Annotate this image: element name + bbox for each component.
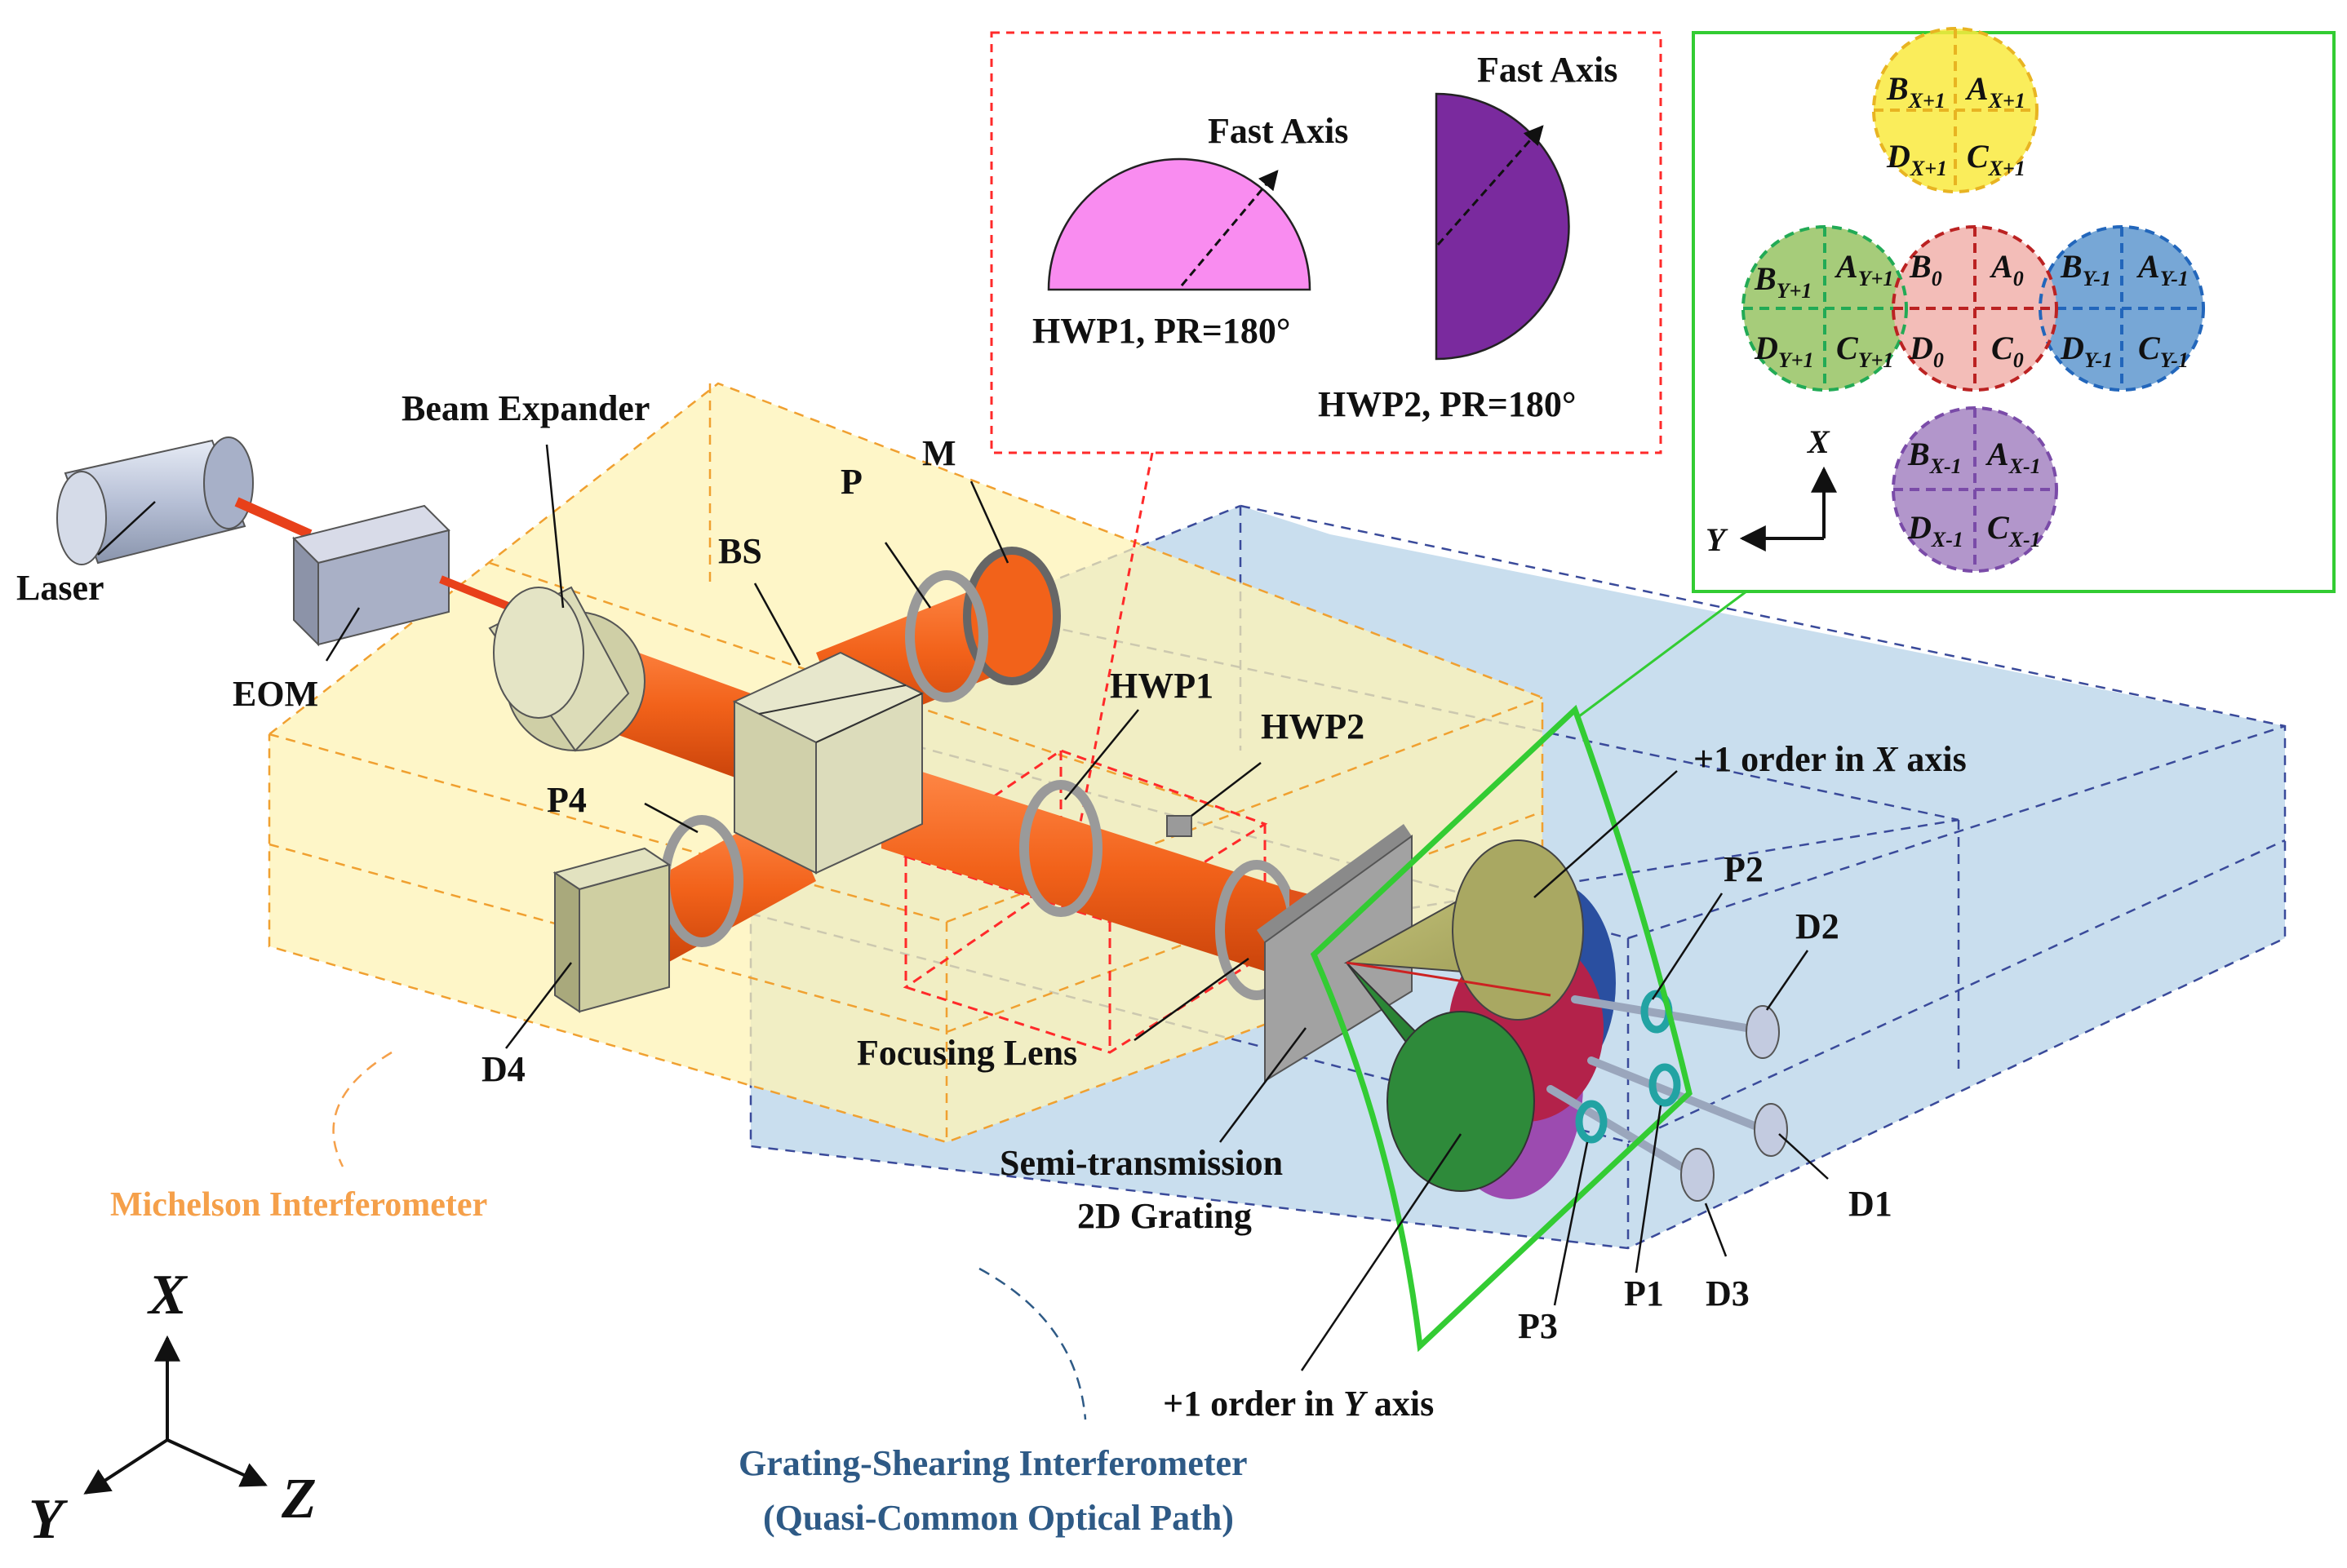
quad-top-a: AX+1: [1964, 70, 2025, 113]
label-p2: P2: [1724, 849, 1764, 889]
hwp1-caption: HWP1, PR=180°: [1032, 311, 1290, 351]
wavefront-frame: [1310, 704, 1693, 1353]
quad-bottom-d: DX-1: [1907, 509, 1963, 551]
grating-beam: [881, 759, 1289, 979]
quad-right-a: AY-1: [2136, 248, 2189, 290]
axis-y-label: Y: [29, 1488, 69, 1551]
hwp1-fast-axis-arrow: [1180, 170, 1279, 286]
quad-center-a: A0: [1989, 248, 2024, 290]
label-michelson: Michelson Interferometer: [110, 1186, 487, 1224]
inset-axes: [1739, 466, 1837, 551]
hwp2-caption: HWP2, PR=180°: [1318, 384, 1576, 424]
quad-center-d: D0: [1909, 330, 1944, 372]
quadrant-inset-leader: [1578, 590, 1747, 718]
hwp2-fast-axis-arrow: [1436, 125, 1544, 246]
detectors-d1-d3: [1680, 1005, 1788, 1202]
axis-z-label: Z: [281, 1468, 317, 1530]
label-order-x: +1 order in X axis: [1693, 739, 1967, 779]
label-gsi-line1: Grating-Shearing Interferometer: [739, 1443, 1248, 1483]
label-p1: P1: [1624, 1273, 1664, 1313]
polarizer-p: [905, 570, 988, 702]
hwp2-halfdisc: [1435, 92, 1570, 361]
label-hwp2: HWP2: [1261, 706, 1364, 746]
label-grating-line1: Semi-transmission: [1000, 1143, 1283, 1183]
quad-bottom-b: BX-1: [1907, 436, 1962, 478]
label-d3: D3: [1706, 1273, 1750, 1313]
beam-splitter: [732, 651, 925, 875]
label-focusing-lens: Focusing Lens: [857, 1033, 1077, 1073]
quad-top-b: BX+1: [1886, 70, 1945, 113]
axis-x-label: X: [147, 1264, 189, 1327]
quad-right-b: BY-1: [2060, 248, 2111, 290]
quad-bottom-a: AX-1: [1985, 436, 2041, 478]
label-hwp1: HWP1: [1110, 666, 1213, 706]
label-bs: BS: [718, 531, 762, 571]
label-d2: D2: [1795, 906, 1839, 946]
hwp1-halfdisc: [1047, 157, 1311, 291]
quad-left-b: BY+1: [1754, 260, 1812, 303]
inset-axis-x: X: [1806, 423, 1830, 460]
label-p4: P4: [547, 780, 587, 820]
leader-lines: [97, 444, 1829, 1371]
hwp2-plate: [1166, 815, 1192, 837]
quadrant-inset: BX+1 AX+1 DX+1 CX+1 BY+1 AY+1 DY+1 CY+1 …: [1692, 27, 2336, 593]
mirror-m: [963, 547, 1061, 685]
detector-d4: [552, 847, 672, 1013]
inset-axis-y: Y: [1706, 521, 1728, 558]
label-beam-expander: Beam Expander: [402, 388, 650, 428]
label-p3: P3: [1518, 1306, 1558, 1346]
laser-beam: [234, 497, 313, 539]
eom-box: [292, 504, 450, 647]
label-p: P: [841, 462, 863, 502]
region-leaders: [332, 1051, 1087, 1420]
detection-assembly: [1343, 839, 1616, 1199]
label-eom: EOM: [233, 674, 318, 714]
quad-left-c: CY+1: [1836, 330, 1893, 372]
quad-center-c: C0: [1991, 330, 2024, 372]
label-m: M: [922, 433, 956, 473]
label-laser: Laser: [16, 568, 104, 608]
quad-center-b: B0: [1909, 248, 1942, 290]
label-grating-line2: 2D Grating: [1077, 1196, 1252, 1236]
label-d1: D1: [1848, 1184, 1892, 1224]
label-order-y: +1 order in Y axis: [1163, 1384, 1434, 1424]
beam-expander: [488, 586, 646, 752]
laser-body: [56, 436, 254, 565]
quad-left-d: DY+1: [1754, 330, 1814, 372]
quad-right-d: DY-1: [2060, 330, 2113, 372]
quad-right-c: CY-1: [2138, 330, 2189, 372]
label-d4: D4: [481, 1049, 526, 1089]
hwp2-fast-axis-label: Fast Axis: [1477, 50, 1617, 90]
quad-top-d: DX+1: [1886, 138, 1947, 180]
hwp-inset: Fast Axis Fast Axis HWP1, PR=180° HWP2, …: [990, 31, 1662, 454]
label-gsi-line2: (Quasi-Common Optical Path): [763, 1498, 1234, 1538]
quad-left-a: AY+1: [1834, 248, 1893, 290]
quad-bottom-c: CX-1: [1987, 509, 2041, 551]
hwp1-fast-axis-label: Fast Axis: [1208, 111, 1348, 151]
xyz-axes: [83, 1335, 268, 1495]
hwp1-plate: [1019, 780, 1103, 917]
quad-top-c: CX+1: [1967, 138, 2025, 180]
